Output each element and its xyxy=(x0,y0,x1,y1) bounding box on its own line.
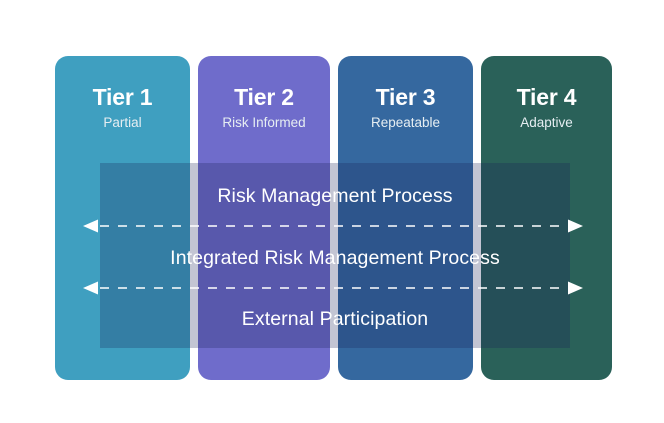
tier-card-tier-1[interactable]: Tier 1 Partial xyxy=(55,56,190,380)
tier-card-tier-2[interactable]: Tier 2 Risk Informed xyxy=(198,56,330,380)
tier-3-subtitle: Repeatable xyxy=(370,115,441,130)
arrow-integrated-risk-management-process xyxy=(83,281,583,295)
tier-card-tier-3[interactable]: Tier 3 Repeatable xyxy=(338,56,473,380)
arrow-risk-management-process xyxy=(83,219,583,233)
tier-1-title: Tier 1 xyxy=(92,84,153,110)
tier-2-header: Tier 2 Risk Informed xyxy=(198,83,330,133)
tier-4-subtitle: Adaptive xyxy=(520,115,573,130)
tier-3-title: Tier 3 xyxy=(375,84,436,110)
double-arrow-icon xyxy=(83,219,583,233)
tier-2-title: Tier 2 xyxy=(234,84,294,110)
tier-4-title: Tier 4 xyxy=(516,84,577,110)
tier-3-header: Tier 3 Repeatable xyxy=(338,83,473,133)
tier-card-tier-4[interactable]: Tier 4 Adaptive xyxy=(481,56,612,380)
tier-2-subtitle: Risk Informed xyxy=(222,115,306,130)
tier-1-header: Tier 1 Partial xyxy=(55,83,190,133)
tier-card-row: Tier 1 Partial Tier 2 Risk Informed Tier… xyxy=(55,56,612,380)
double-arrow-icon xyxy=(83,281,583,295)
tier-1-subtitle: Partial xyxy=(103,115,142,130)
tier-4-header: Tier 4 Adaptive xyxy=(481,83,612,133)
